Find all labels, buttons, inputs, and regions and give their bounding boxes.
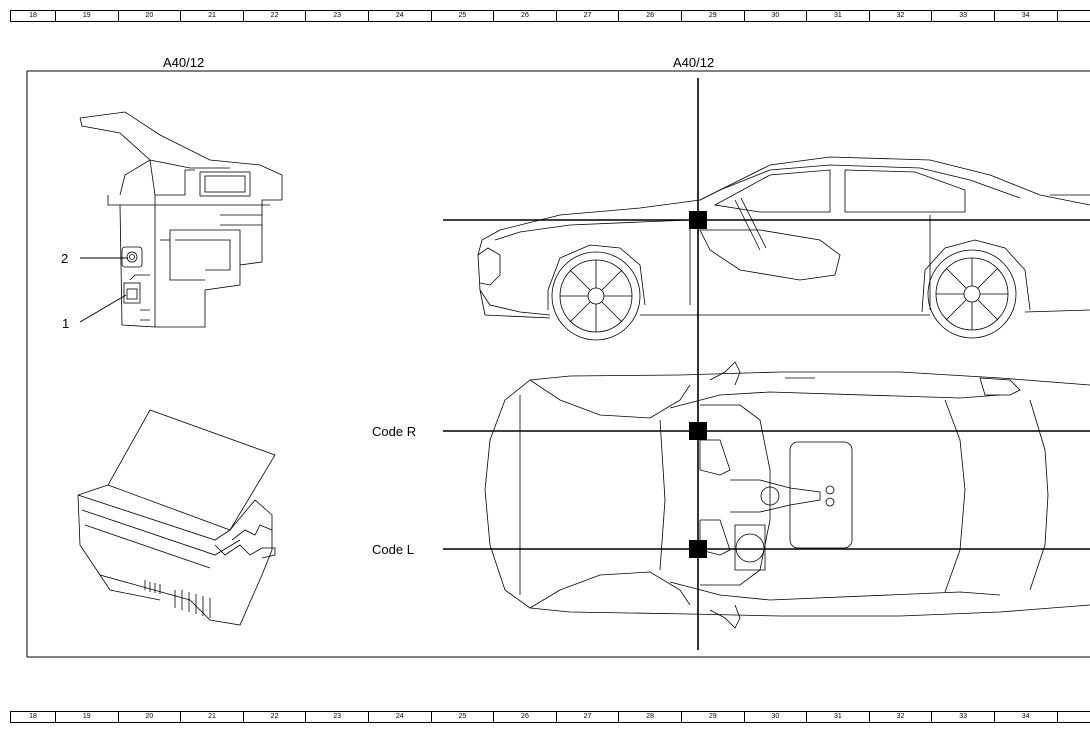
ruler-cell: 25	[432, 712, 495, 722]
component-detail-view	[79, 111, 283, 328]
ruler-cell: 32	[870, 11, 933, 21]
ruler-cell: 23	[306, 712, 369, 722]
code-r-label: Code R	[372, 424, 417, 439]
ruler-cell: 26	[494, 11, 557, 21]
ruler-cell: 34	[995, 712, 1058, 722]
ruler-cell: 22	[244, 11, 307, 21]
ruler-cell: 25	[432, 11, 495, 21]
ruler-cell: 28	[619, 11, 682, 21]
code-l-label: Code L	[372, 542, 414, 557]
ruler-cell: 30	[745, 712, 808, 722]
ruler-cell: 18	[11, 712, 56, 722]
ruler-cell: 20	[119, 11, 182, 21]
callout-leaders	[79, 257, 128, 323]
ruler-cell: 21	[181, 11, 244, 21]
ruler-cell: 18	[11, 11, 56, 21]
ruler-cell: 29	[682, 712, 745, 722]
ruler-cell: 19	[56, 11, 119, 21]
car-top-view	[484, 361, 1090, 629]
callout-2-label: 2	[61, 251, 69, 266]
reference-lines	[443, 78, 1090, 650]
ruler-cell: 22	[244, 712, 307, 722]
ruler-cell: 26	[494, 712, 557, 722]
ruler-cell: 24	[369, 712, 432, 722]
ruler-cell: 20	[119, 712, 182, 722]
diagram-frame	[26, 70, 1090, 658]
ruler-cell: 27	[557, 712, 620, 722]
ruler-cell: 33	[932, 712, 995, 722]
ruler-cell: 27	[557, 11, 620, 21]
ruler-cell: 31	[807, 11, 870, 21]
car-side-view	[477, 156, 1090, 341]
location-markers	[689, 211, 707, 558]
ruler-cell: 30	[745, 11, 808, 21]
ruler-cell: 23	[306, 11, 369, 21]
ruler-cell: 32	[870, 712, 933, 722]
ruler-cell: 34	[995, 11, 1058, 21]
ruler-cell: 24	[369, 11, 432, 21]
component-label-left: A40/12	[163, 55, 205, 70]
ruler-cell: 29	[682, 11, 745, 21]
location-marker-side	[689, 211, 707, 229]
location-marker-code-l	[689, 540, 707, 558]
component-isometric-view	[77, 409, 276, 626]
ruler-cell: 21	[181, 712, 244, 722]
ruler-cell: 31	[807, 712, 870, 722]
ruler-cell: 28	[619, 712, 682, 722]
component-label-right: A40/12	[673, 55, 715, 70]
location-marker-code-r	[689, 422, 707, 440]
callout-1-label: 1	[62, 316, 70, 331]
ruler-cell: 33	[932, 11, 995, 21]
ruler-cell: 19	[56, 712, 119, 722]
